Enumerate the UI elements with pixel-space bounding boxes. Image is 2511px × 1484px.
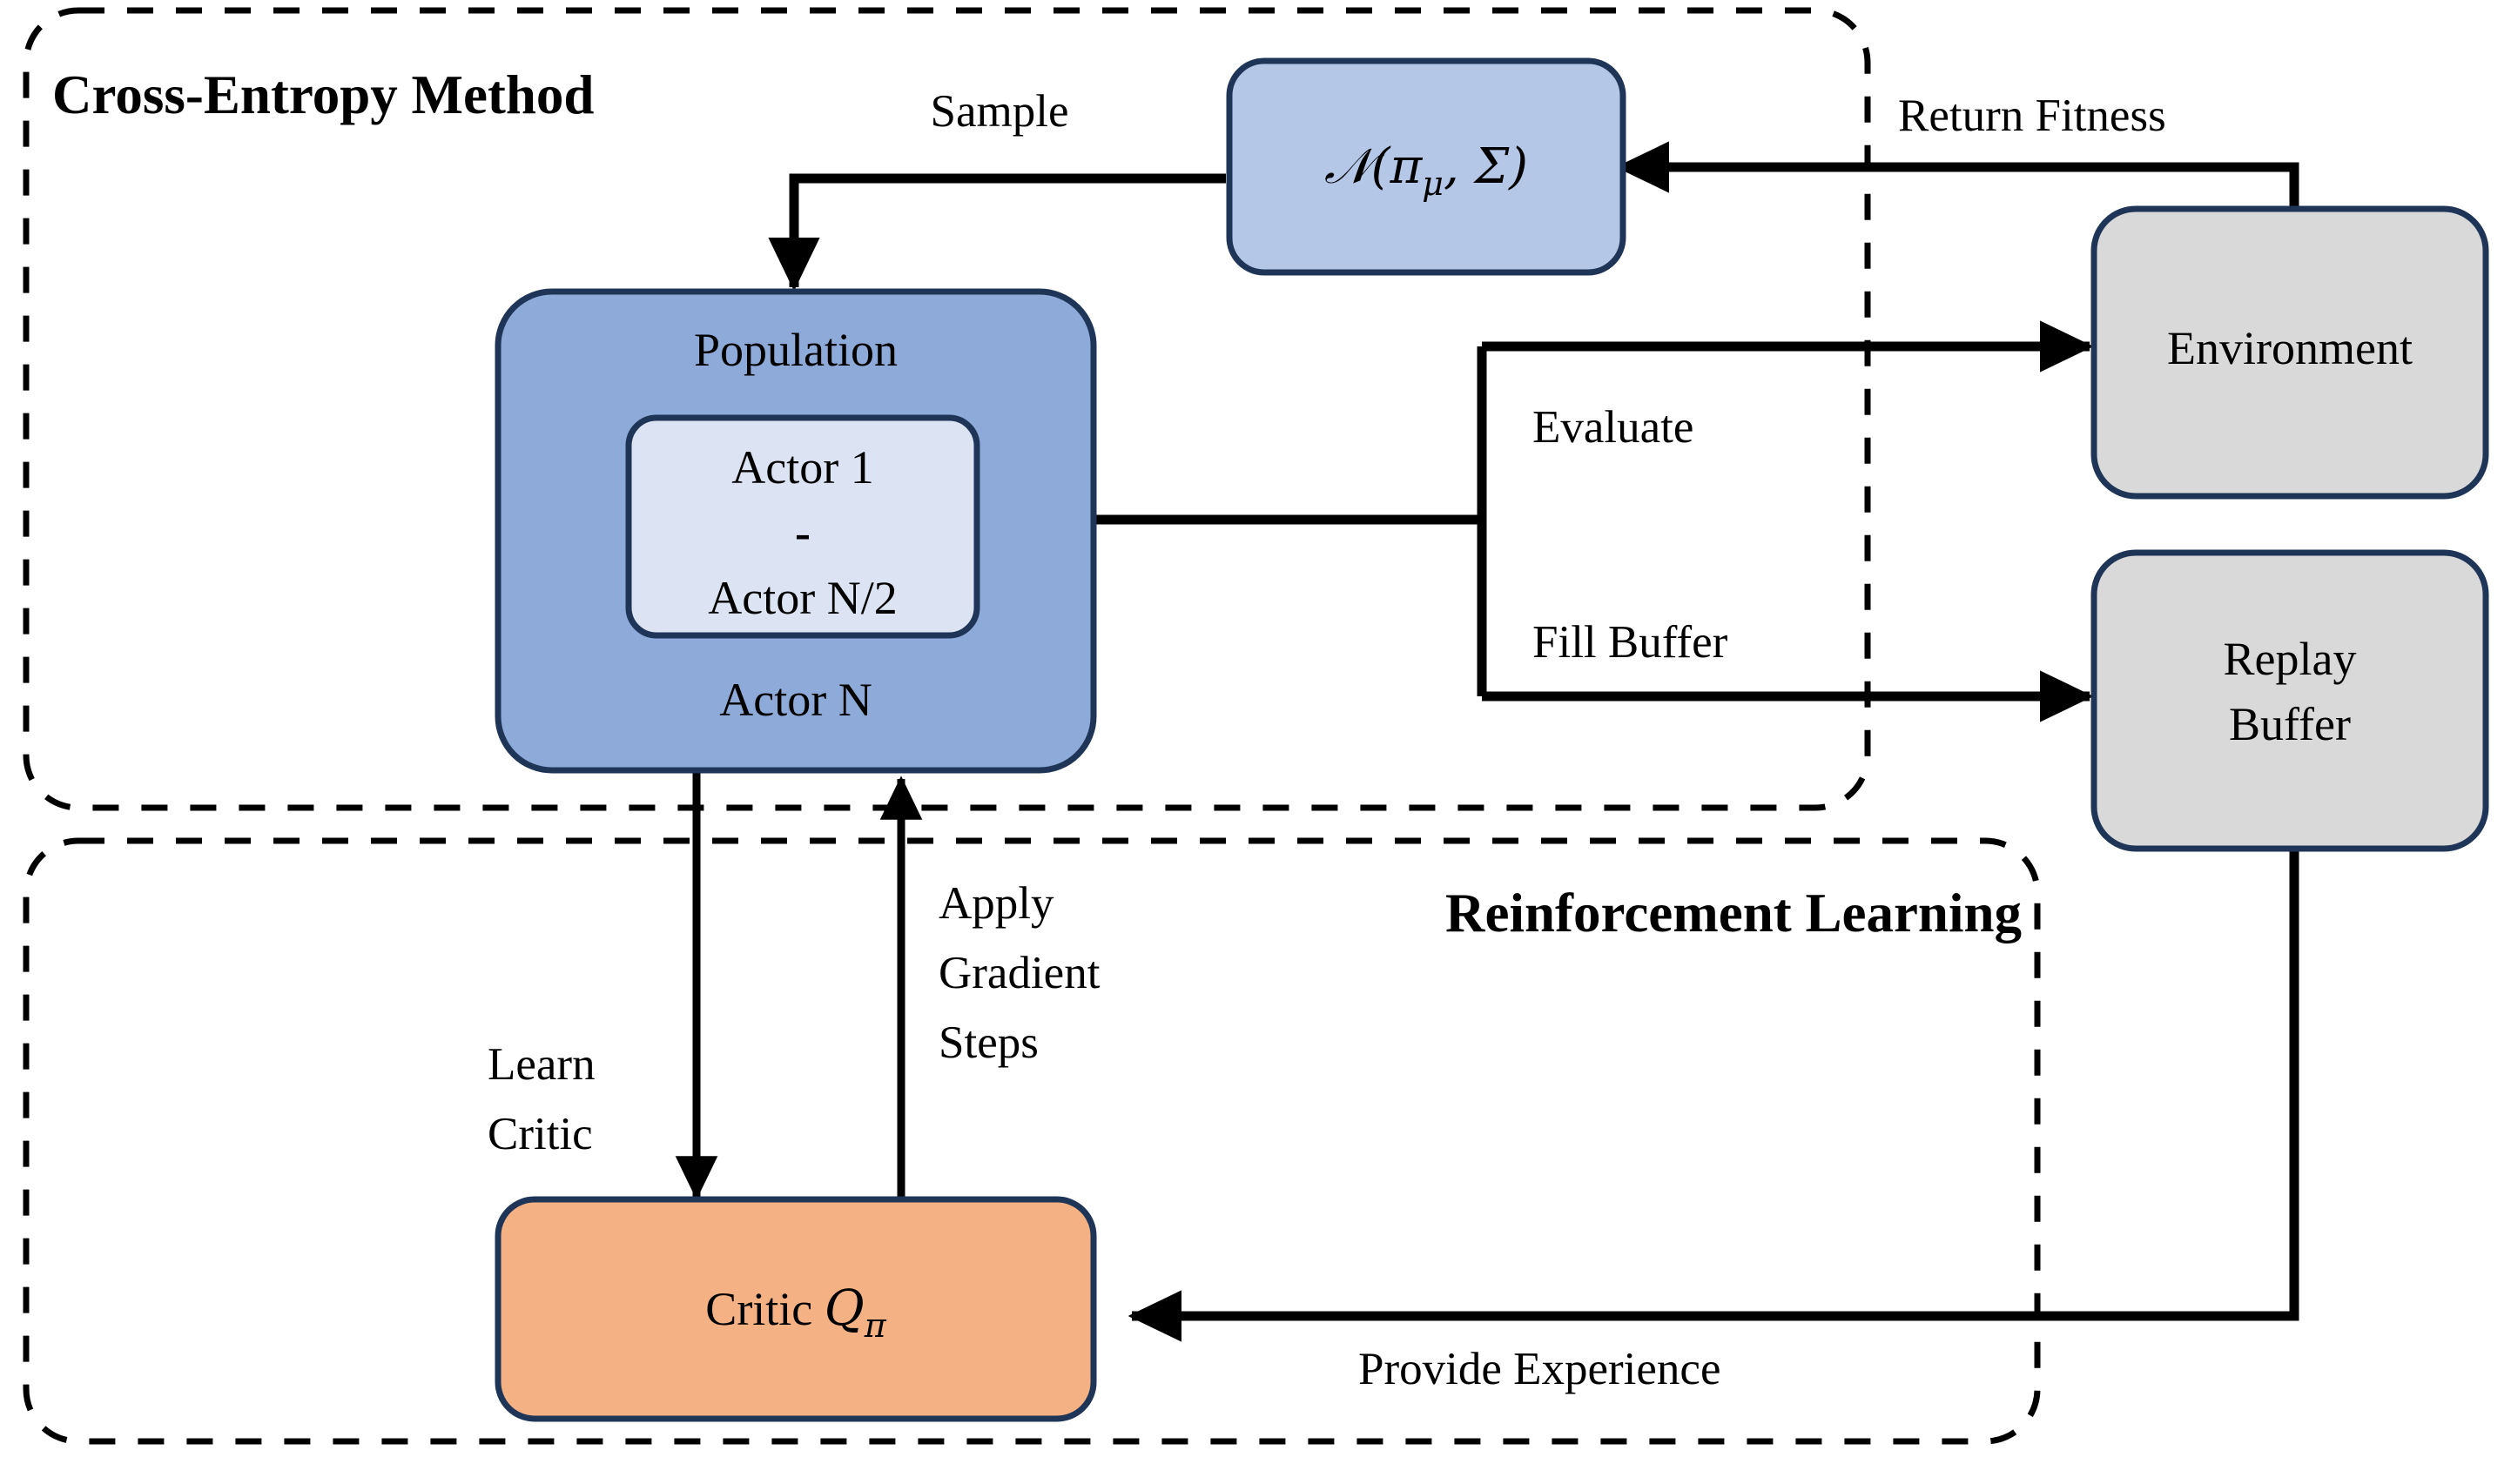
environment-label: Environment [2167,322,2413,374]
edge-label-sample: Sample [931,86,1069,137]
edge-label-apply-gradient-line3: Steps [939,1017,1039,1068]
edge-label-learn-critic-line2: Critic [488,1109,593,1159]
edge-label-fill-buffer: Fill Buffer [1532,617,1728,668]
node-critic[interactable]: Critic Qπ [495,1196,1097,1422]
node-gaussian-distribution[interactable]: 𝒩(πμ, Σ) [1226,57,1626,276]
actor-n-half-label: Actor N/2 [708,572,897,624]
svg-text:Critic Qπ: Critic Qπ [705,1280,886,1345]
actor-n-label: Actor N [719,674,872,726]
gaussian-label-n: 𝒩( [1324,138,1391,195]
critic-label-q: Q [825,1280,865,1337]
node-environment[interactable]: Environment [2090,205,2489,500]
edge-provide-experience [1128,849,2299,1342]
edge-label-provide-experience: Provide Experience [1358,1344,1720,1394]
replay-buffer-label-line2: Buffer [2229,698,2351,750]
edge-label-evaluate: Evaluate [1532,402,1693,453]
group-container-rl [23,837,2041,1445]
replay-buffer-label-line1: Replay [2224,633,2357,685]
node-population-inner[interactable] [625,414,980,639]
edge-label-apply-gradient-line1: Apply [939,878,1054,929]
group-container-cem [23,7,1871,811]
node-replay-buffer[interactable]: Replay Buffer [2090,549,2489,852]
edge-label-learn-critic-line1: Learn [488,1039,596,1090]
actor-range-dash: - [795,507,811,559]
edge-label-apply-gradient-line2: Gradient [939,948,1101,998]
gaussian-label-sigma: , Σ) [1444,138,1528,195]
critic-label: Critic [705,1283,824,1335]
group-title-cem: Cross-Entropy Method [52,64,594,125]
node-population[interactable]: Population Actor 1 - Actor N/2 Actor N [495,288,1097,774]
population-label: Population [694,324,898,376]
group-title-rl: Reinforcement Learning [1445,883,2022,943]
edge-sample [768,173,1226,292]
gaussian-label-pi: π [1389,138,1423,195]
edge-evaluate-fillbuffer-trunk [1092,320,2094,722]
svg-text:𝒩(πμ, Σ): 𝒩(πμ, Σ) [1324,138,1528,203]
critic-label-pi: π [864,1306,887,1345]
actor-1-label: Actor 1 [731,441,873,494]
edge-label-return-fitness: Return Fitness [1898,91,2166,141]
gaussian-label-mu: μ [1422,165,1444,203]
